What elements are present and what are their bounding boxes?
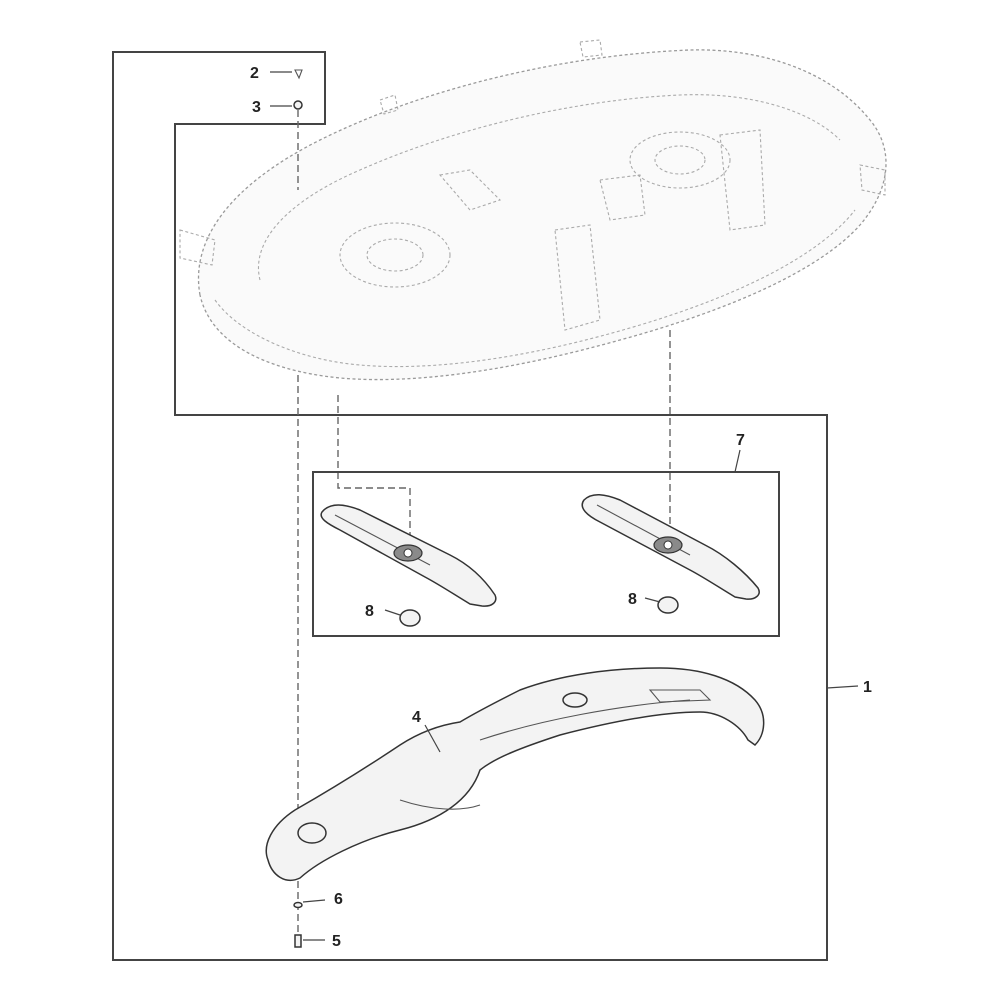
blade-right bbox=[581, 494, 760, 600]
fastener-2 bbox=[294, 69, 303, 80]
leader-6 bbox=[302, 899, 326, 903]
baffle-4 bbox=[265, 667, 765, 881]
blade-nut-left bbox=[399, 609, 421, 627]
callout-5: 5 bbox=[332, 933, 341, 950]
blade-kit-frame-7 bbox=[312, 471, 780, 637]
leader-4 bbox=[424, 724, 441, 753]
blade-nut-right bbox=[657, 596, 679, 614]
callout-4: 4 bbox=[412, 709, 421, 726]
callout-1: 1 bbox=[863, 679, 872, 696]
callout-8-right: 8 bbox=[628, 591, 637, 608]
leader-8-right bbox=[644, 597, 661, 603]
washer-3 bbox=[293, 100, 303, 110]
callout-3: 3 bbox=[252, 99, 261, 116]
assembly-frame-1 bbox=[112, 51, 828, 961]
alignment-line-spindle-left bbox=[337, 395, 411, 545]
callout-7: 7 bbox=[736, 432, 745, 449]
blade-left bbox=[320, 504, 497, 607]
callout-2: 2 bbox=[250, 65, 259, 82]
leader-8-left bbox=[384, 609, 401, 616]
callout-8-left: 8 bbox=[365, 603, 374, 620]
washer-6 bbox=[293, 901, 303, 909]
leader-7 bbox=[734, 449, 741, 473]
mower-deck bbox=[179, 39, 887, 381]
callout-6: 6 bbox=[334, 891, 343, 908]
leader-1 bbox=[826, 685, 859, 689]
bolt-5 bbox=[294, 934, 302, 948]
